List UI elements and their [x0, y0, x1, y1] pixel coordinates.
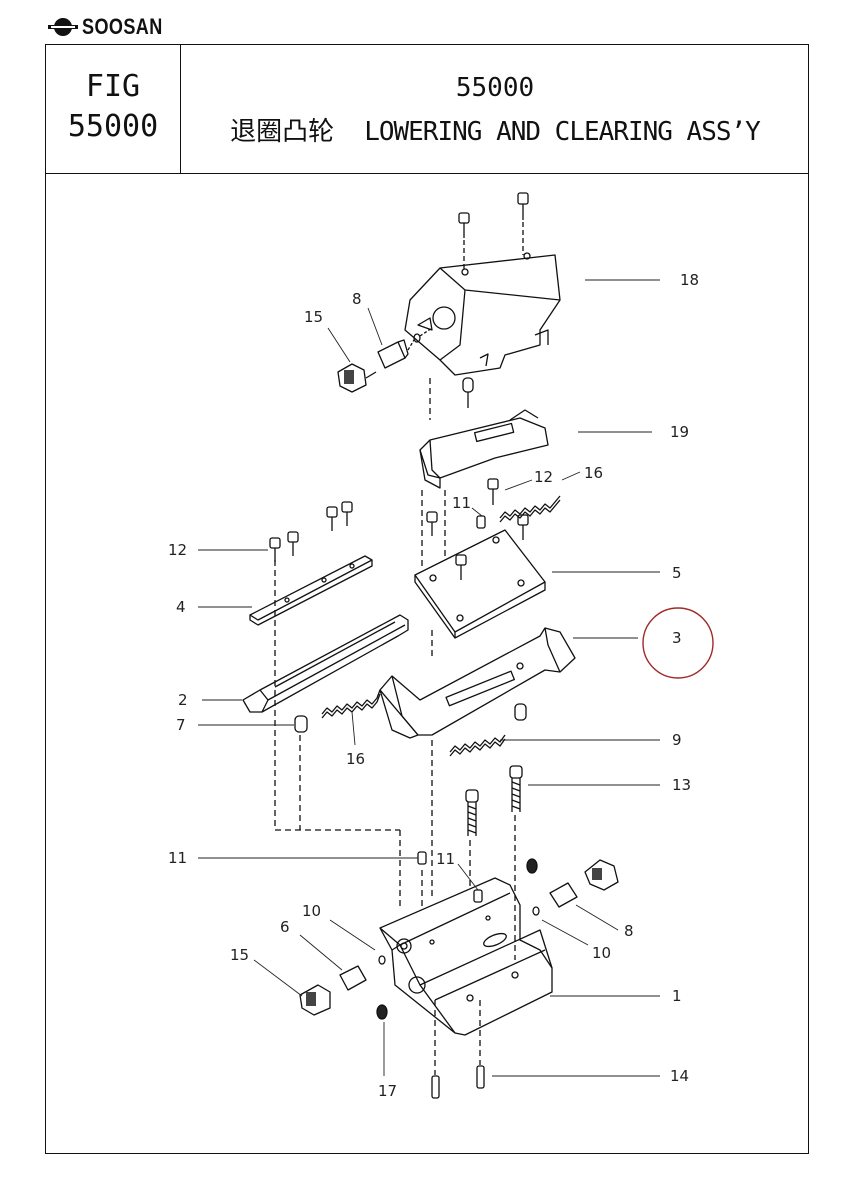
part-12-screw-upper	[487, 478, 499, 505]
callout-3-highlight-circle	[642, 607, 714, 679]
part-16-spring-upper	[499, 495, 561, 523]
part-3-slider	[379, 627, 576, 739]
callout-8-lower: 8	[624, 922, 634, 940]
figure-number: 55000	[67, 109, 159, 144]
callout-6: 6	[280, 918, 290, 936]
part-6-sleeve	[339, 955, 386, 991]
callout-14: 14	[670, 1067, 689, 1085]
part-14-pins	[431, 1065, 485, 1099]
assembly-name-en: LOWERING AND CLEARING ASS’Y	[364, 117, 761, 147]
assembly-name: 退圈凸轮 LOWERING AND CLEARING ASS’Y	[182, 111, 808, 148]
part-1-base	[379, 877, 553, 1036]
callout-19: 19	[670, 423, 689, 441]
part-8-sleeve-lower	[532, 882, 578, 916]
part-11-pin-upper	[476, 515, 486, 529]
part-8-sleeve-upper	[377, 327, 433, 369]
callout-7: 7	[176, 716, 186, 734]
callout-16-lower: 16	[346, 750, 365, 768]
figure-frame: FIG 55000 55000 退圈凸轮 LOWERING AND CLEARIN…	[45, 44, 809, 1154]
callout-15-upper: 15	[304, 308, 323, 326]
callout-8-upper: 8	[352, 290, 362, 308]
callout-1: 1	[672, 987, 682, 1005]
brand-logo: SOOSAN	[48, 14, 180, 40]
callout-labels: 18 8 15 19 12 16 11 12 4 5 3 2 7 16 9 13…	[168, 271, 699, 1100]
part-16-spring-lower	[321, 689, 381, 719]
callout-16-upper: 16	[584, 464, 603, 482]
part-15-elbow-right	[584, 859, 619, 891]
assembly-lines	[274, 378, 516, 1075]
part-9-spring	[449, 734, 506, 757]
callout-9: 9	[672, 731, 682, 749]
callout-18: 18	[680, 271, 699, 289]
title-block: FIG 55000 55000 退圈凸轮 LOWERING AND CLEARIN…	[46, 45, 808, 174]
callout-12-left: 12	[168, 541, 187, 559]
callout-17: 17	[378, 1082, 397, 1100]
callout-5: 5	[672, 564, 682, 582]
callout-11-center: 11	[436, 850, 455, 868]
part-18-top-screws	[458, 192, 529, 270]
assembly-name-cn: 退圈凸轮	[230, 117, 335, 147]
part-19-plate	[419, 409, 549, 489]
part-7-pin	[294, 715, 308, 733]
callout-10-left: 10	[302, 902, 321, 920]
callout-12-upper: 12	[534, 468, 553, 486]
part-2-bar	[242, 614, 409, 713]
callout-13: 13	[672, 776, 691, 794]
callout-4: 4	[176, 598, 186, 616]
part-4-bar	[249, 501, 373, 626]
brand-name: SOOSAN	[82, 14, 163, 39]
leader-lines	[198, 279, 660, 1077]
callout-11-left: 11	[168, 849, 187, 867]
part-15-elbow-lower	[299, 984, 331, 1016]
callout-10-right: 10	[592, 944, 611, 962]
callout-3: 3	[672, 629, 682, 647]
part-15-elbow-upper	[337, 363, 377, 393]
washers	[376, 858, 538, 1020]
part-19-pin	[462, 377, 474, 408]
soosan-logo-icon	[48, 18, 78, 36]
figure-label: FIG	[85, 69, 141, 104]
part-drawings	[242, 192, 619, 1099]
callout-15-lower: 15	[230, 946, 249, 964]
callout-11-upper: 11	[452, 494, 471, 512]
callout-2: 2	[178, 691, 188, 709]
figure-number-cell: FIG 55000	[46, 45, 181, 173]
part-5-plate	[414, 511, 546, 639]
assembly-code: 55000	[455, 73, 535, 103]
part-18-housing	[404, 252, 561, 376]
part-13-screws	[465, 765, 523, 836]
title-cell: 55000 退圈凸轮 LOWERING AND CLEARING ASS’Y	[182, 45, 808, 173]
